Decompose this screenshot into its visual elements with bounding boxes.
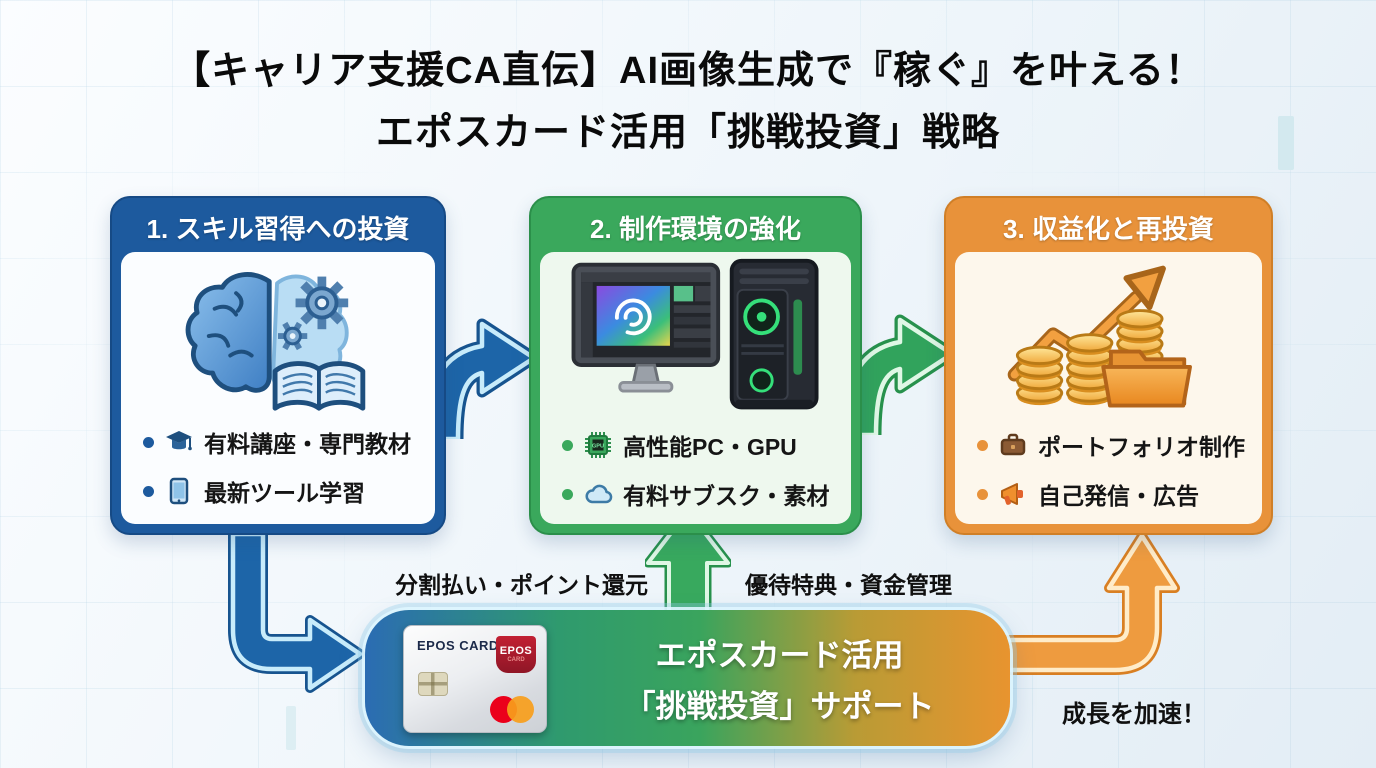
step-3-header: 3. 収益化と再投資 [1003, 213, 1214, 244]
list-item-label: ポートフォリオ制作 [1038, 434, 1245, 460]
epos-card-support-banner: EPOS CARD EPOS CARD エポスカード活用 「挑戦投資」サポート [365, 610, 1010, 746]
epos-logo: EPOS CARD [496, 636, 536, 673]
main-title: 【キャリア支援CA直伝】AI画像生成で『稼ぐ』を叶える！ エポスカード活用「挑戦… [0, 40, 1376, 164]
banner-line-1: エポスカード活用 [655, 638, 904, 673]
bullet-dot [562, 439, 573, 451]
list-item: 有料講座・専門教材 [143, 425, 431, 459]
step-1-body: 有料講座・専門教材 最新ツール学習 [121, 252, 435, 524]
step-3-body: ポートフォリオ制作 自己発信・広告 [955, 252, 1262, 524]
list-item: 最新ツール学習 [143, 474, 431, 508]
title-line-2: エポスカード活用「挑戦投資」戦略 [375, 112, 1000, 154]
decorative-rect [1278, 116, 1294, 170]
epos-logo-text: EPOS [499, 645, 533, 657]
gpu-chip-icon: GPU [585, 432, 611, 458]
list-item-label: 自己発信・広告 [1038, 483, 1199, 509]
cloud-icon [585, 484, 613, 504]
small-gear-icon [278, 321, 308, 350]
card-brand-text: EPOS CARD [417, 638, 499, 653]
list-item-label: 最新ツール学習 [204, 480, 365, 506]
list-item-label: 有料講座・専門教材 [204, 431, 411, 457]
list-item: 有料サブスク・素材 [562, 477, 847, 511]
bullet-dot [562, 488, 573, 500]
arrow-banner-to-step2 [645, 508, 731, 634]
title-line-1: 【キャリア支援CA直伝】AI画像生成で『稼ぐ』を叶える！ [172, 50, 1204, 92]
list-item-label: 高性能PC・GPU [623, 434, 797, 460]
mastercard-orange-circle [507, 696, 534, 723]
briefcase-icon [1000, 433, 1026, 456]
list-item: ポートフォリオ制作 [977, 428, 1258, 462]
step-1-header: 1. スキル習得への投資 [146, 213, 410, 244]
note-benefits-funds: 優待特典・資金管理 [745, 572, 952, 598]
card-chip-icon [418, 672, 448, 696]
decorative-rect [286, 706, 296, 750]
step-box-3-monetization-reinvestment: 3. 収益化と再投資 [944, 196, 1273, 535]
bullet-dot [977, 488, 988, 500]
mastercard-icon [490, 696, 534, 723]
graduation-cap-icon [166, 431, 192, 451]
step-box-1-skill-investment: 1. スキル習得への投資 [110, 196, 446, 535]
step-2-body: GPU 高性能PC・GPU 有料サブスク・素材 [540, 252, 851, 524]
arrow-step1-to-banner [228, 534, 365, 693]
note-installment-points: 分割払い・ポイント還元 [395, 572, 648, 598]
folder-icon [1100, 349, 1192, 408]
list-item: GPU 高性能PC・GPU [562, 428, 847, 462]
list-item: 自己発信・広告 [977, 477, 1258, 511]
arrow-banner-to-step3 [1005, 532, 1180, 675]
svg-text:GPU: GPU [592, 443, 604, 449]
pc-workstation-illustration [540, 258, 851, 420]
epos-logo-subtext: CARD [507, 657, 525, 663]
open-book-icon [272, 360, 366, 411]
list-item-label: 有料サブスク・素材 [623, 483, 830, 509]
epos-credit-card: EPOS CARD EPOS CARD [403, 625, 547, 733]
bullet-dot [143, 436, 154, 448]
megaphone-icon [1001, 483, 1023, 505]
step-box-2-production-environment: 2. 制作環境の強化 [529, 196, 862, 535]
gear-icon [295, 276, 349, 329]
coin-stack [1015, 309, 1164, 406]
bullet-dot [977, 439, 988, 451]
brain-gears-book-illustration [121, 258, 435, 417]
banner-text: エポスカード活用 「挑戦投資」サポート [563, 610, 996, 746]
bullet-dot [143, 485, 154, 497]
step-2-header: 2. 制作環境の強化 [590, 213, 801, 244]
tablet-icon [169, 477, 189, 505]
banner-line-2: 「挑戦投資」サポート [624, 689, 935, 724]
coins-folder-growth-illustration [955, 258, 1262, 420]
note-accelerate-growth: 成長を加速！ [1062, 701, 1206, 728]
